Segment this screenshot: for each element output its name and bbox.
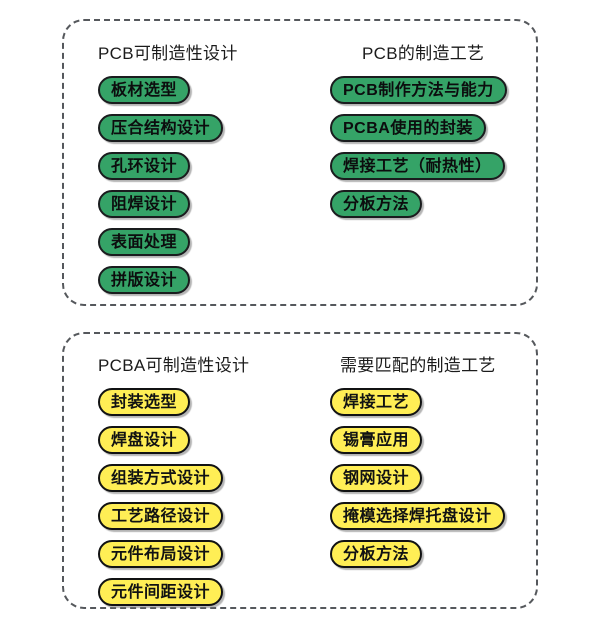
pill-item[interactable]: 组装方式设计 [98, 464, 224, 492]
pill-item[interactable]: PCBA使用的封装 [330, 114, 486, 142]
pill-item[interactable]: 板材选型 [98, 76, 191, 104]
pill-item[interactable]: 拼版设计 [98, 266, 191, 294]
pill-item[interactable]: 钢网设计 [330, 464, 423, 492]
pill-item[interactable]: 阻焊设计 [98, 190, 191, 218]
pill-item[interactable]: 工艺路径设计 [98, 502, 224, 530]
pill-list-pcb-process: PCB制作方法与能力 PCBA使用的封装 焊接工艺（耐热性） 分板方法 [330, 76, 507, 218]
pill-item[interactable]: 封装选型 [98, 388, 191, 416]
pill-item[interactable]: 焊接工艺 [330, 388, 423, 416]
pill-item[interactable]: 掩模选择焊托盘设计 [330, 502, 505, 530]
column-heading-pcb-dfm: PCB可制造性设计 [98, 44, 238, 63]
pill-item[interactable]: 元件布局设计 [98, 540, 224, 568]
pill-item[interactable]: 表面处理 [98, 228, 191, 256]
pill-list-pcba-dfm: 封装选型 焊盘设计 组装方式设计 工艺路径设计 元件布局设计 元件间距设计 [98, 388, 249, 606]
group-box-pcba [62, 332, 538, 609]
pill-item[interactable]: 元件间距设计 [98, 578, 224, 606]
pill-item[interactable]: 锡膏应用 [330, 426, 423, 454]
column-pcba-dfm: PCBA可制造性设计 封装选型 焊盘设计 组装方式设计 工艺路径设计 元件布局设… [98, 355, 249, 606]
pill-list-pcba-process: 焊接工艺 锡膏应用 钢网设计 掩模选择焊托盘设计 分板方法 [330, 388, 505, 568]
pill-item[interactable]: 焊盘设计 [98, 426, 191, 454]
column-heading-pcba-process: 需要匹配的制造工艺 [340, 356, 496, 375]
column-heading-pcb-process: PCB的制造工艺 [362, 44, 485, 63]
pill-item[interactable]: 压合结构设计 [98, 114, 224, 142]
column-heading-pcba-dfm: PCBA可制造性设计 [98, 356, 250, 375]
pill-item[interactable]: 孔环设计 [98, 152, 191, 180]
pill-item[interactable]: 分板方法 [330, 190, 423, 218]
pill-list-pcb-dfm: 板材选型 压合结构设计 孔环设计 阻焊设计 表面处理 拼版设计 [98, 76, 238, 294]
pill-item[interactable]: PCB制作方法与能力 [330, 76, 507, 104]
column-pcb-dfm: PCB可制造性设计 板材选型 压合结构设计 孔环设计 阻焊设计 表面处理 拼版设… [98, 43, 238, 294]
pill-item[interactable]: 分板方法 [330, 540, 423, 568]
column-pcba-process: 需要匹配的制造工艺 焊接工艺 锡膏应用 钢网设计 掩模选择焊托盘设计 分板方法 [330, 355, 505, 568]
group-box-pcb [62, 19, 538, 306]
column-pcb-process: PCB的制造工艺 PCB制作方法与能力 PCBA使用的封装 焊接工艺（耐热性） … [330, 43, 507, 218]
pill-item[interactable]: 焊接工艺（耐热性） [330, 152, 505, 180]
